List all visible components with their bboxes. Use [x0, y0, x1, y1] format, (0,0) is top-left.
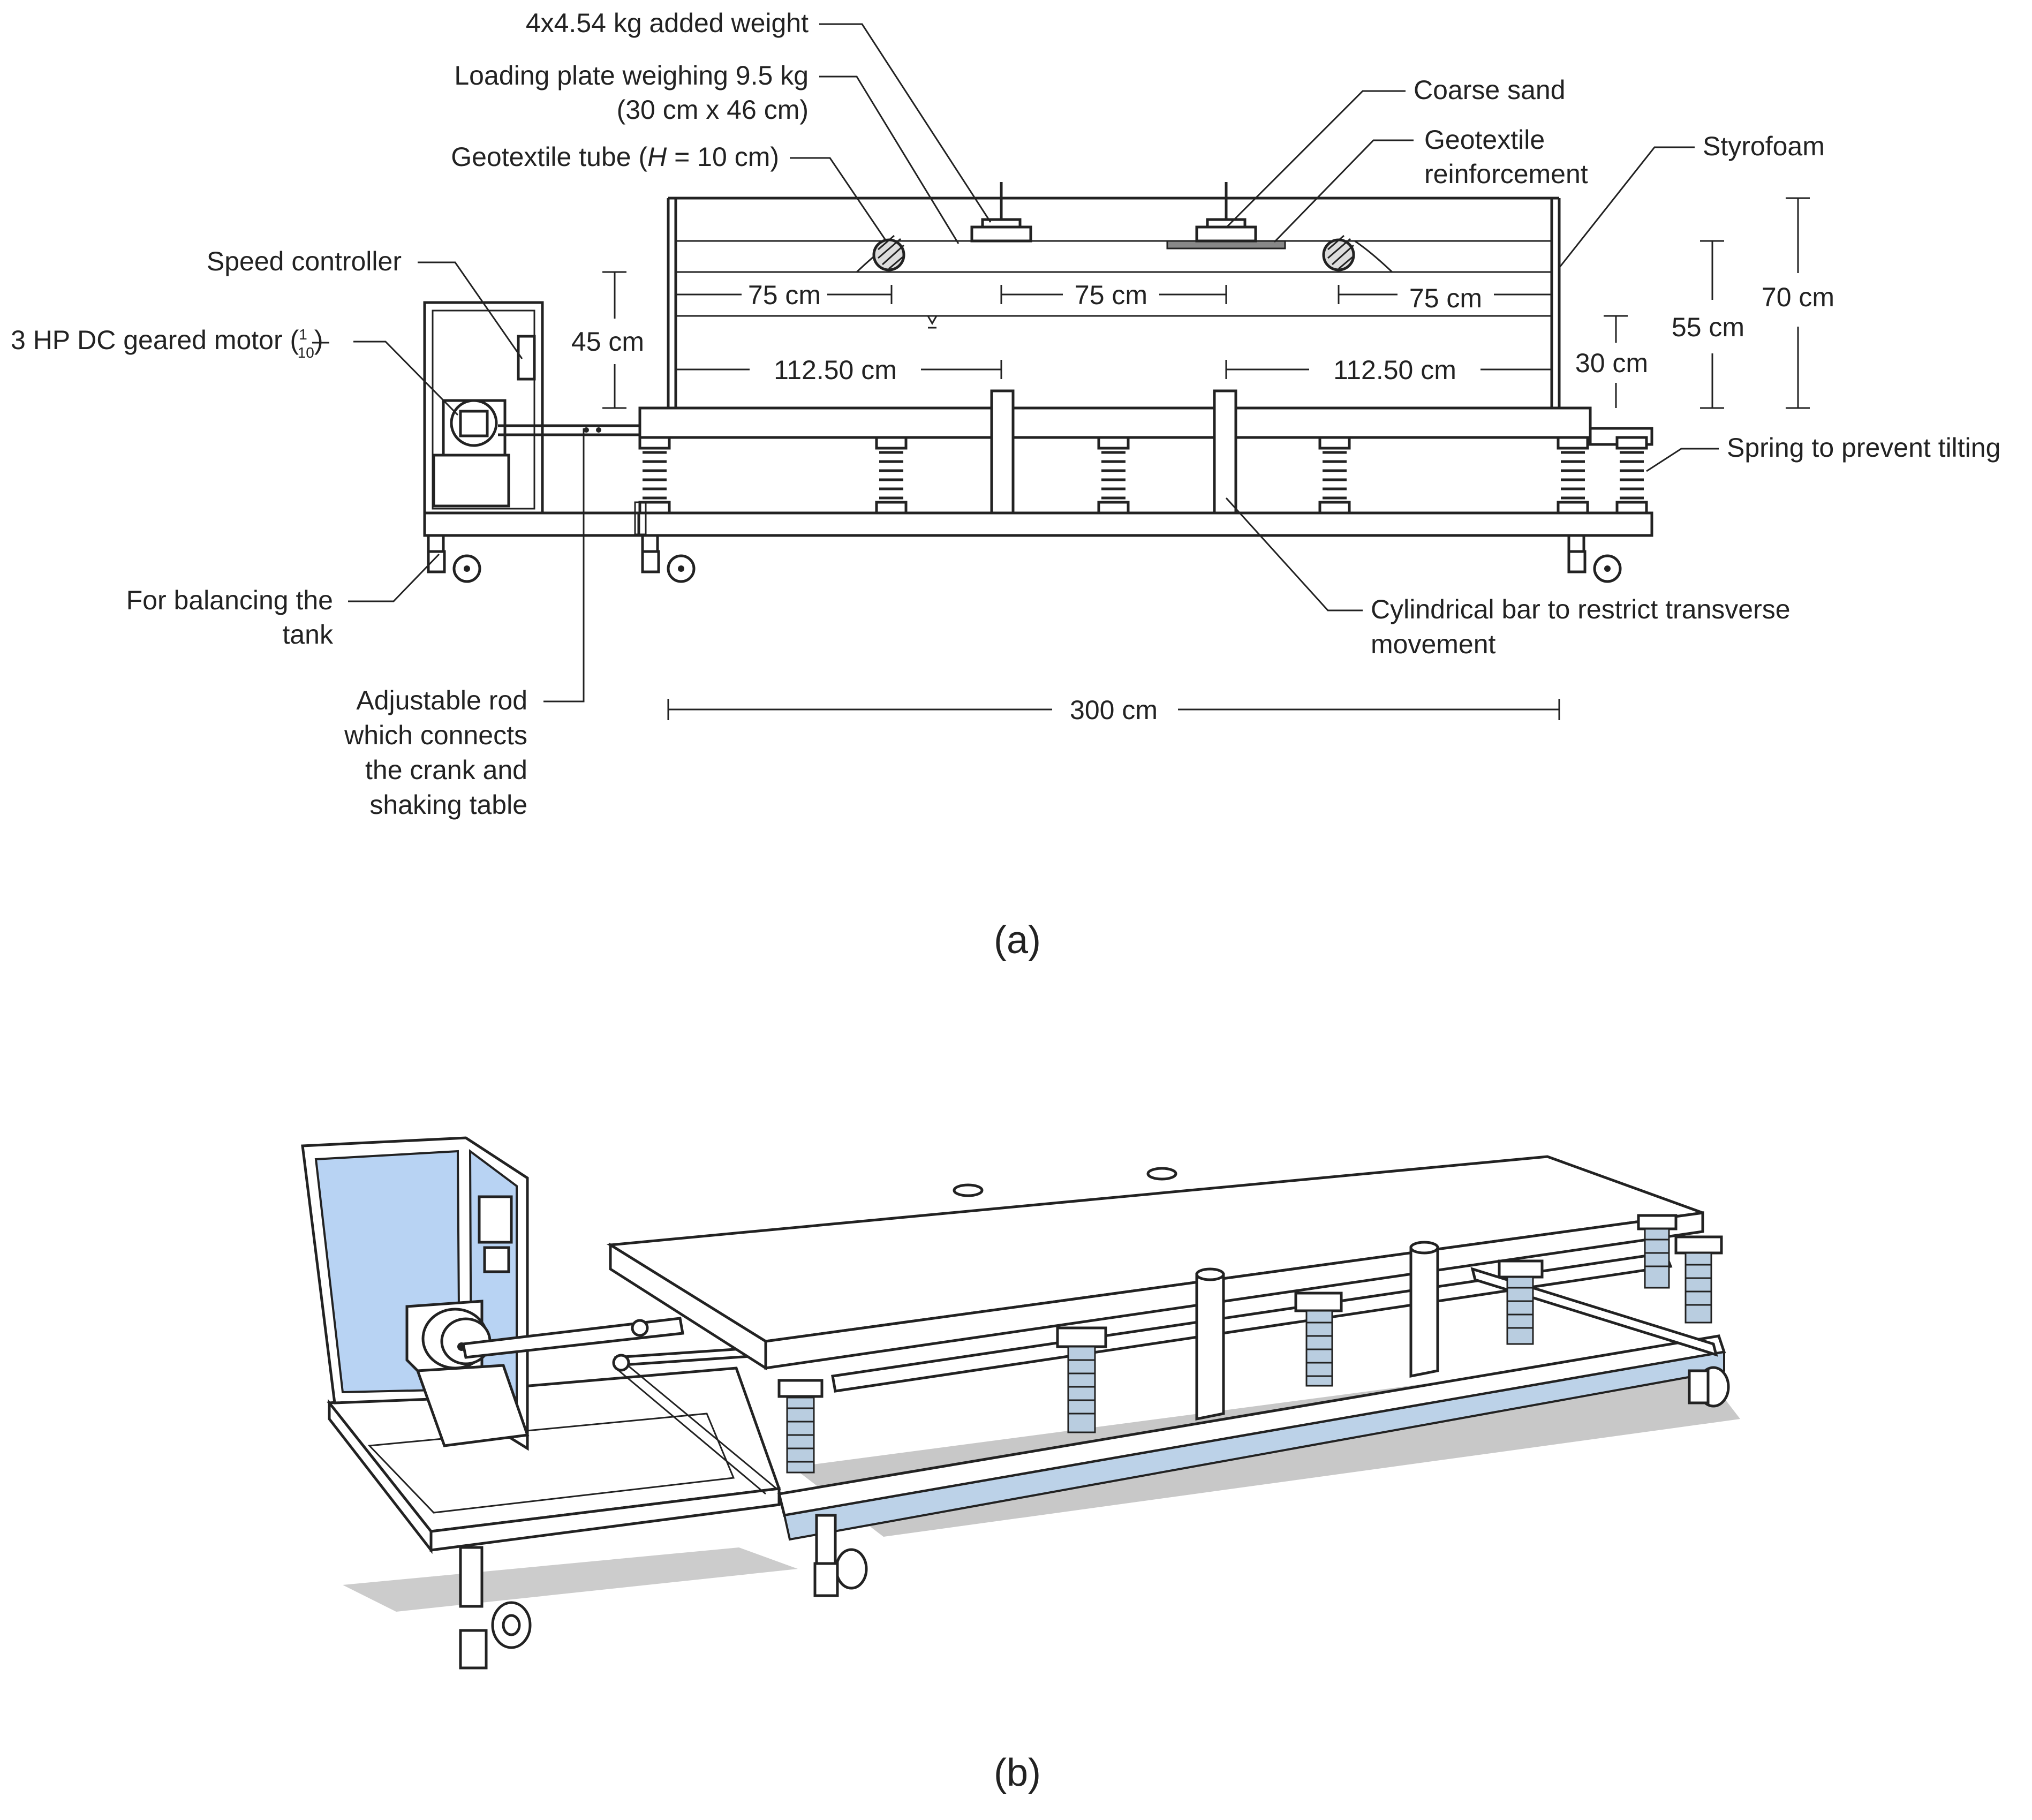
label-added-weight: 4x4.54 kg added weight	[526, 8, 809, 38]
springs	[638, 436, 1648, 515]
dim-75-right: 75 cm	[1409, 283, 1482, 313]
label-rod-line4: shaking table	[369, 790, 527, 820]
geotextile-tube-left	[872, 238, 905, 271]
caster-3	[427, 534, 481, 583]
dim-75-mid: 75 cm	[1075, 280, 1147, 310]
embankment	[856, 235, 1393, 273]
label-geotextile-tube-suffix: = 10 cm)	[667, 142, 779, 172]
label-loading-plate-line1: Loading plate weighing 9.5 kg	[454, 61, 809, 90]
label-cylindrical-bar-line2: movement	[1371, 629, 1496, 659]
tank	[667, 197, 1561, 408]
casters	[427, 534, 1622, 583]
label-geotextile-tube: Geotextile tube (H = 10 cm)	[451, 142, 779, 172]
spring-3d-6	[1637, 1214, 1678, 1289]
label-motor-fraction-num: 1	[299, 326, 307, 343]
spring-3d-5	[1674, 1235, 1723, 1324]
panel-b-perspective: (b)	[301, 1136, 1740, 1794]
label-cylindrical-bar-line1: Cylindrical bar to restrict transverse	[1371, 594, 1791, 624]
spring-3d-1	[777, 1379, 824, 1474]
dim-55: 55 cm	[1672, 312, 1744, 342]
label-geotextile-reinforcement-line2: reinforcement	[1424, 159, 1588, 189]
label-geotextile-reinforcement-line1: Geotextile	[1424, 125, 1545, 155]
label-motor-fraction-den: 10	[298, 344, 314, 361]
spring-3d-3	[1294, 1292, 1343, 1387]
loading-plate-left	[970, 182, 1032, 243]
spring-1	[638, 436, 671, 515]
spring-5	[1557, 436, 1589, 515]
dim-45: 45 cm	[571, 327, 644, 357]
base-shadow	[343, 1547, 798, 1612]
spring-4	[1318, 436, 1351, 515]
anti-tilt-spring	[1615, 436, 1648, 515]
label-geotextile-tube-prefix: Geotextile tube (	[451, 142, 647, 172]
under-frame	[777, 1251, 1726, 1541]
casters-3d	[459, 1366, 1730, 1670]
caster-3d-1	[459, 1546, 532, 1670]
label-rod-line3: the crank and	[365, 755, 527, 785]
label-rod-line1: Adjustable rod	[356, 685, 527, 715]
label-speed-controller: Speed controller	[207, 246, 402, 276]
caption-a: (a)	[994, 919, 1041, 962]
leader-lines	[348, 23, 1719, 703]
dim-300: 300 cm	[1070, 695, 1158, 725]
label-spring: Spring to prevent tilting	[1727, 433, 2000, 463]
label-balancing-line1: For balancing the	[126, 585, 333, 615]
spring-3d-4	[1498, 1259, 1544, 1345]
geotextile-tube-right	[1322, 238, 1355, 271]
dim-112-right: 112.50 cm	[1333, 355, 1456, 385]
dimension-lines	[602, 197, 1810, 720]
panel-a-labels: 4x4.54 kg added weight Loading plate wei…	[11, 8, 2000, 820]
label-motor-suffix: )	[314, 325, 323, 355]
label-geotextile-tube-variable: H	[647, 142, 667, 172]
springs-3d	[777, 1214, 1723, 1474]
caster-3d-3	[1688, 1366, 1730, 1408]
loading-plate-right	[1195, 182, 1257, 243]
label-rod-line2: which connects	[344, 720, 527, 750]
cylindrical-bar-right	[1213, 389, 1237, 515]
cylindrical-bar-left	[990, 389, 1015, 515]
spring-3	[1097, 436, 1130, 515]
dim-70: 70 cm	[1762, 282, 1834, 312]
connecting-rods	[462, 1317, 815, 1495]
dim-30: 30 cm	[1575, 348, 1648, 378]
label-coarse-sand: Coarse sand	[1414, 75, 1566, 105]
panel-a-schematic: 4x4.54 kg added weight Loading plate wei…	[11, 8, 2000, 962]
caster-1	[641, 534, 696, 583]
label-motor-prefix: 3 HP DC geared motor (	[11, 325, 299, 355]
spring-3d-2	[1056, 1326, 1107, 1433]
panel-a-dimension-texts: 75 cm 75 cm 75 cm 112.50 cm 112.50 cm 45…	[571, 280, 1834, 725]
dim-75-left: 75 cm	[748, 280, 821, 310]
label-styrofoam: Styrofoam	[1703, 131, 1825, 161]
caster-2	[1567, 534, 1622, 583]
shaking-table-frame	[633, 389, 1653, 537]
label-balancing-line2: tank	[282, 620, 334, 650]
label-loading-plate-line2: (30 cm x 46 cm)	[617, 95, 809, 125]
caption-b: (b)	[994, 1751, 1041, 1794]
caster-3d-2	[813, 1514, 868, 1597]
cylindrical-bars-3d	[1195, 1241, 1439, 1421]
motor-cabinet	[423, 301, 647, 537]
dim-112-left: 112.50 cm	[774, 355, 897, 385]
spring-2	[875, 436, 908, 515]
tank-deck	[606, 1155, 1704, 1371]
